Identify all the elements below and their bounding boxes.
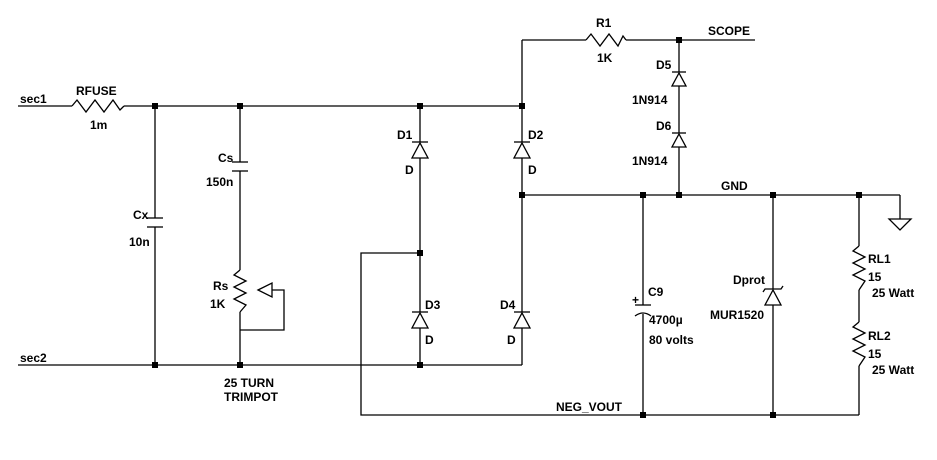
junction-dot bbox=[856, 192, 862, 198]
junction-dot bbox=[417, 362, 423, 368]
rfuse-resistor-symbol bbox=[71, 98, 125, 114]
d5-value: 1N914 bbox=[632, 93, 668, 107]
rs-note-line1: 25 TURN bbox=[224, 376, 274, 390]
junction-dot bbox=[152, 362, 158, 368]
d1-value: D bbox=[405, 163, 414, 177]
cx-name: Cx bbox=[133, 208, 149, 222]
net-label-sec1: sec1 bbox=[20, 92, 47, 106]
r1-name: R1 bbox=[596, 16, 612, 30]
junction-dot bbox=[676, 37, 682, 43]
c9-polarity-mark: + bbox=[632, 293, 639, 307]
cs-capacitor-symbol bbox=[232, 161, 248, 172]
junction-dot bbox=[152, 103, 158, 109]
rs-resistor-symbol bbox=[232, 269, 248, 313]
junction-dot bbox=[640, 412, 646, 418]
wire-rs-wiper-loop bbox=[240, 289, 285, 331]
rl1-rating: 25 Watt bbox=[872, 286, 914, 300]
rl2-name: RL2 bbox=[868, 329, 891, 343]
d1-name: D1 bbox=[397, 128, 413, 142]
rl1-resistor-symbol bbox=[851, 245, 867, 291]
rs-value: 1K bbox=[210, 297, 226, 311]
rl1-value: 15 bbox=[868, 270, 882, 284]
d3-name: D3 bbox=[425, 298, 441, 312]
d4-name: D4 bbox=[500, 298, 516, 312]
cs-name: Cs bbox=[218, 151, 234, 165]
d6-value: 1N914 bbox=[632, 154, 668, 168]
junction-dot bbox=[417, 103, 423, 109]
d1-diode-symbol bbox=[410, 141, 430, 159]
rl1-name: RL1 bbox=[868, 252, 891, 266]
junction-dot bbox=[237, 103, 243, 109]
d2-diode-symbol bbox=[512, 141, 532, 159]
cx-capacitor-symbol bbox=[147, 217, 163, 228]
rs-wiper-arrow-icon bbox=[256, 281, 273, 299]
cs-value: 150n bbox=[206, 175, 233, 189]
d3-value: D bbox=[425, 333, 434, 347]
rl2-resistor-symbol bbox=[851, 321, 867, 367]
dprot-name: Dprot bbox=[733, 273, 765, 287]
rfuse-value: 1m bbox=[90, 118, 107, 132]
ground-icon bbox=[887, 218, 913, 231]
rl2-value: 15 bbox=[868, 347, 882, 361]
wires bbox=[18, 39, 901, 416]
d5-name: D5 bbox=[656, 58, 672, 72]
junction-dot bbox=[519, 103, 525, 109]
junction-dot bbox=[676, 192, 682, 198]
d3-diode-symbol bbox=[410, 311, 430, 329]
dprot-value: MUR1520 bbox=[710, 308, 764, 322]
junction-dot bbox=[770, 192, 776, 198]
d2-name: D2 bbox=[528, 128, 544, 142]
d6-name: D6 bbox=[656, 119, 672, 133]
d4-diode-symbol bbox=[512, 311, 532, 329]
junction-dot bbox=[519, 192, 525, 198]
rs-name: Rs bbox=[213, 279, 229, 293]
rs-note-line2: TRIMPOT bbox=[224, 390, 279, 404]
net-label-scope: SCOPE bbox=[708, 24, 750, 38]
junction-dot bbox=[770, 412, 776, 418]
d2-value: D bbox=[528, 163, 537, 177]
net-label-gnd: GND bbox=[721, 179, 748, 193]
junction-dot bbox=[417, 250, 423, 256]
junction-dot bbox=[640, 192, 646, 198]
wire-neg-vout bbox=[360, 252, 859, 416]
r1-value: 1K bbox=[597, 51, 613, 65]
c9-name: C9 bbox=[648, 285, 664, 299]
c9-capacitor-symbol bbox=[634, 304, 652, 317]
c9-rating: 80 volts bbox=[649, 333, 694, 347]
net-label-sec2: sec2 bbox=[20, 351, 47, 365]
rl2-rating: 25 Watt bbox=[872, 363, 914, 377]
d5-diode-symbol bbox=[670, 71, 688, 87]
junctions bbox=[152, 37, 862, 418]
rfuse-name: RFUSE bbox=[76, 84, 117, 98]
d4-value: D bbox=[507, 333, 516, 347]
r1-resistor-symbol bbox=[585, 32, 627, 48]
c9-value: 4700µ bbox=[649, 313, 683, 327]
d6-diode-symbol bbox=[670, 132, 688, 148]
dprot-diode-symbol bbox=[762, 285, 784, 306]
net-label-neg-vout: NEG_VOUT bbox=[556, 400, 623, 414]
junction-dot bbox=[237, 362, 243, 368]
cx-value: 10n bbox=[129, 235, 150, 249]
